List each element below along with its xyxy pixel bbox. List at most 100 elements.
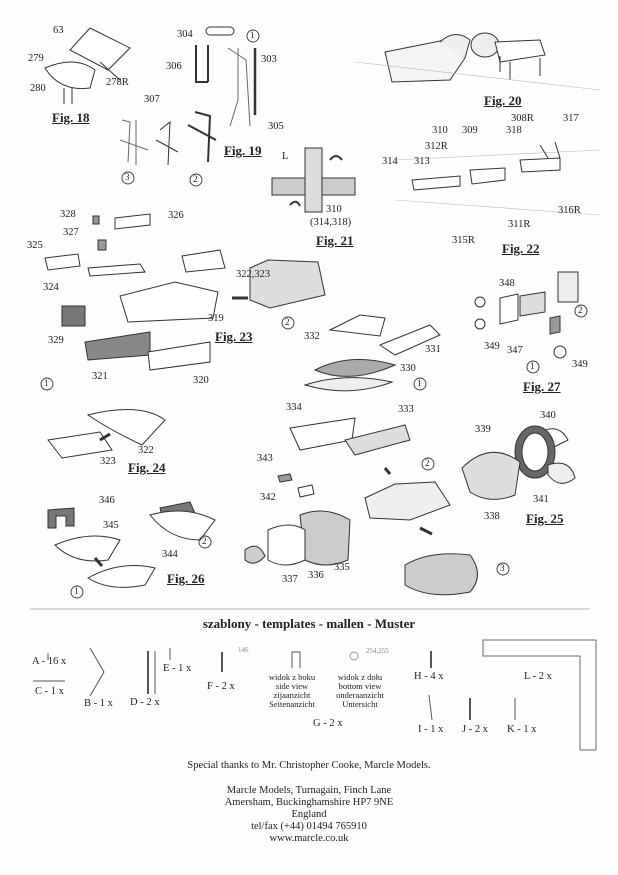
fig23-drawing <box>44 213 326 371</box>
side-view-line-3: zijaanzicht <box>273 690 311 700</box>
fig-20-title: Fig. 20 <box>484 93 522 108</box>
part-label-312R: 312R <box>425 141 448 152</box>
part-label-319: 319 <box>208 313 224 324</box>
templates-header: szablony - templates - mallen - Muster <box>202 616 416 631</box>
part-label-305: 305 <box>268 121 284 132</box>
template-B: B - 1 x <box>84 698 113 709</box>
part-label-310: 310 <box>432 125 448 136</box>
part-label-342: 342 <box>260 492 276 503</box>
side-view-line-1: widok z boku <box>268 672 316 682</box>
fig21-drawing <box>271 147 356 213</box>
fig22-drawing <box>394 141 601 216</box>
part-label-310-fig21: 310 <box>326 204 342 215</box>
fig-27-title: Fig. 27 <box>523 379 561 394</box>
circled-2-fig27: 2 <box>578 305 583 315</box>
circled-2-center: 2 <box>425 458 430 468</box>
part-label-322-323: 322,323 <box>236 269 271 280</box>
part-label-308R: 308R <box>511 113 534 124</box>
address-line-4: tel/fax (+44) 01494 765910 <box>251 821 367 832</box>
fig-18-title: Fig. 18 <box>52 110 90 125</box>
part-label-279: 279 <box>28 53 44 64</box>
template-G: G - 2 x <box>313 718 343 729</box>
template-F-number: 146 <box>238 646 249 654</box>
parts-342-343-drawing <box>277 467 451 536</box>
part-label-314-318: (314,318) <box>310 217 352 228</box>
fig-21-title: Fig. 21 <box>316 233 354 248</box>
bottom-view-caption: widok z dołu bottom view onderaanzicht U… <box>322 673 398 709</box>
address-block: Marcle Models, Turnagain, Finch Lane Ame… <box>0 785 618 845</box>
part-label-336: 336 <box>308 570 324 581</box>
part-label-334: 334 <box>286 402 302 413</box>
circled-2-fig26: 2 <box>202 536 207 546</box>
part-label-344: 344 <box>162 549 178 560</box>
fig-19-title: Fig. 19 <box>224 143 262 158</box>
template-D: D - 2 x <box>130 697 160 708</box>
part-label-332: 332 <box>304 331 320 342</box>
part-label-307: 307 <box>144 94 160 105</box>
circled-1-fig23: 1 <box>44 378 49 388</box>
part-label-316R: 316R <box>558 205 581 216</box>
part-label-311R: 311R <box>508 219 531 230</box>
part-label-320: 320 <box>193 375 209 386</box>
template-shapes <box>33 639 597 751</box>
part-label-317: 317 <box>563 113 579 124</box>
part-label-309: 309 <box>462 125 478 136</box>
part-label-335: 335 <box>334 562 350 573</box>
part-label-322: 322 <box>138 445 154 456</box>
part-label-339: 339 <box>475 424 491 435</box>
part-label-349-right: 349 <box>572 359 588 370</box>
fig19-drawing <box>119 26 257 166</box>
part-label-278R: 278R <box>106 77 129 88</box>
template-H: H - 4 x <box>414 671 444 682</box>
side-view-caption: widok z boku side view zijaanzicht Seite… <box>256 673 328 709</box>
part-label-L: L <box>282 151 289 162</box>
fig20-drawing <box>354 32 601 91</box>
circled-1-fig26: 1 <box>74 586 79 596</box>
part-label-315R: 315R <box>452 235 475 246</box>
address-line-2: Amersham, Buckinghamshire HP7 9NE <box>224 797 394 808</box>
circled-1-fig19: 1 <box>250 30 255 40</box>
fig27-drawing <box>474 271 579 359</box>
bottom-view-line-2: bottom view <box>338 681 382 691</box>
thanks-line: Special thanks to Mr. Christopher Cooke,… <box>187 760 431 771</box>
circled-3-center: 3 <box>500 563 505 573</box>
part-label-343: 343 <box>257 453 273 464</box>
part-label-337: 337 <box>282 574 298 585</box>
fig-25-title: Fig. 25 <box>526 511 564 526</box>
part-label-280: 280 <box>30 83 46 94</box>
fig-26-title: Fig. 26 <box>167 571 205 586</box>
part-label-340: 340 <box>540 410 556 421</box>
website-link[interactable]: www.marcle.co.uk <box>269 833 349 844</box>
template-J: J - 2 x <box>462 724 488 735</box>
template-F: F - 2 x <box>207 681 235 692</box>
fig-23-title: Fig. 23 <box>215 329 253 344</box>
template-L: L - 2 x <box>524 671 552 682</box>
part-label-327: 327 <box>63 227 79 238</box>
fig26-drawing <box>47 501 216 588</box>
part-label-346: 346 <box>99 495 115 506</box>
part-label-349-left: 349 <box>484 341 500 352</box>
circled-markers <box>40 29 588 599</box>
part-label-326: 326 <box>168 210 184 221</box>
circled-1-fig27: 1 <box>530 361 535 371</box>
side-view-line-2: side view <box>275 681 309 691</box>
part-label-304: 304 <box>177 29 193 40</box>
part-label-318: 318 <box>506 125 522 136</box>
part-label-329: 329 <box>48 335 64 346</box>
part-label-333: 333 <box>398 404 414 415</box>
fig24-drawing <box>47 409 166 459</box>
parts-330-334-drawing <box>289 314 441 456</box>
part-label-331: 331 <box>425 344 441 355</box>
part-label-313: 313 <box>414 156 430 167</box>
template-I: I - 1 x <box>418 724 444 735</box>
part-label-345: 345 <box>103 520 119 531</box>
part-label-328: 328 <box>60 209 76 220</box>
part-label-341: 341 <box>533 494 549 505</box>
part-label-325: 325 <box>27 240 43 251</box>
part-label-321: 321 <box>92 371 108 382</box>
fig18-drawing <box>44 27 131 104</box>
side-view-line-4: Seitenanzicht <box>269 699 315 709</box>
parts-335-337-drawing <box>244 510 478 596</box>
bottom-view-line-1: widok z dołu <box>337 672 383 682</box>
